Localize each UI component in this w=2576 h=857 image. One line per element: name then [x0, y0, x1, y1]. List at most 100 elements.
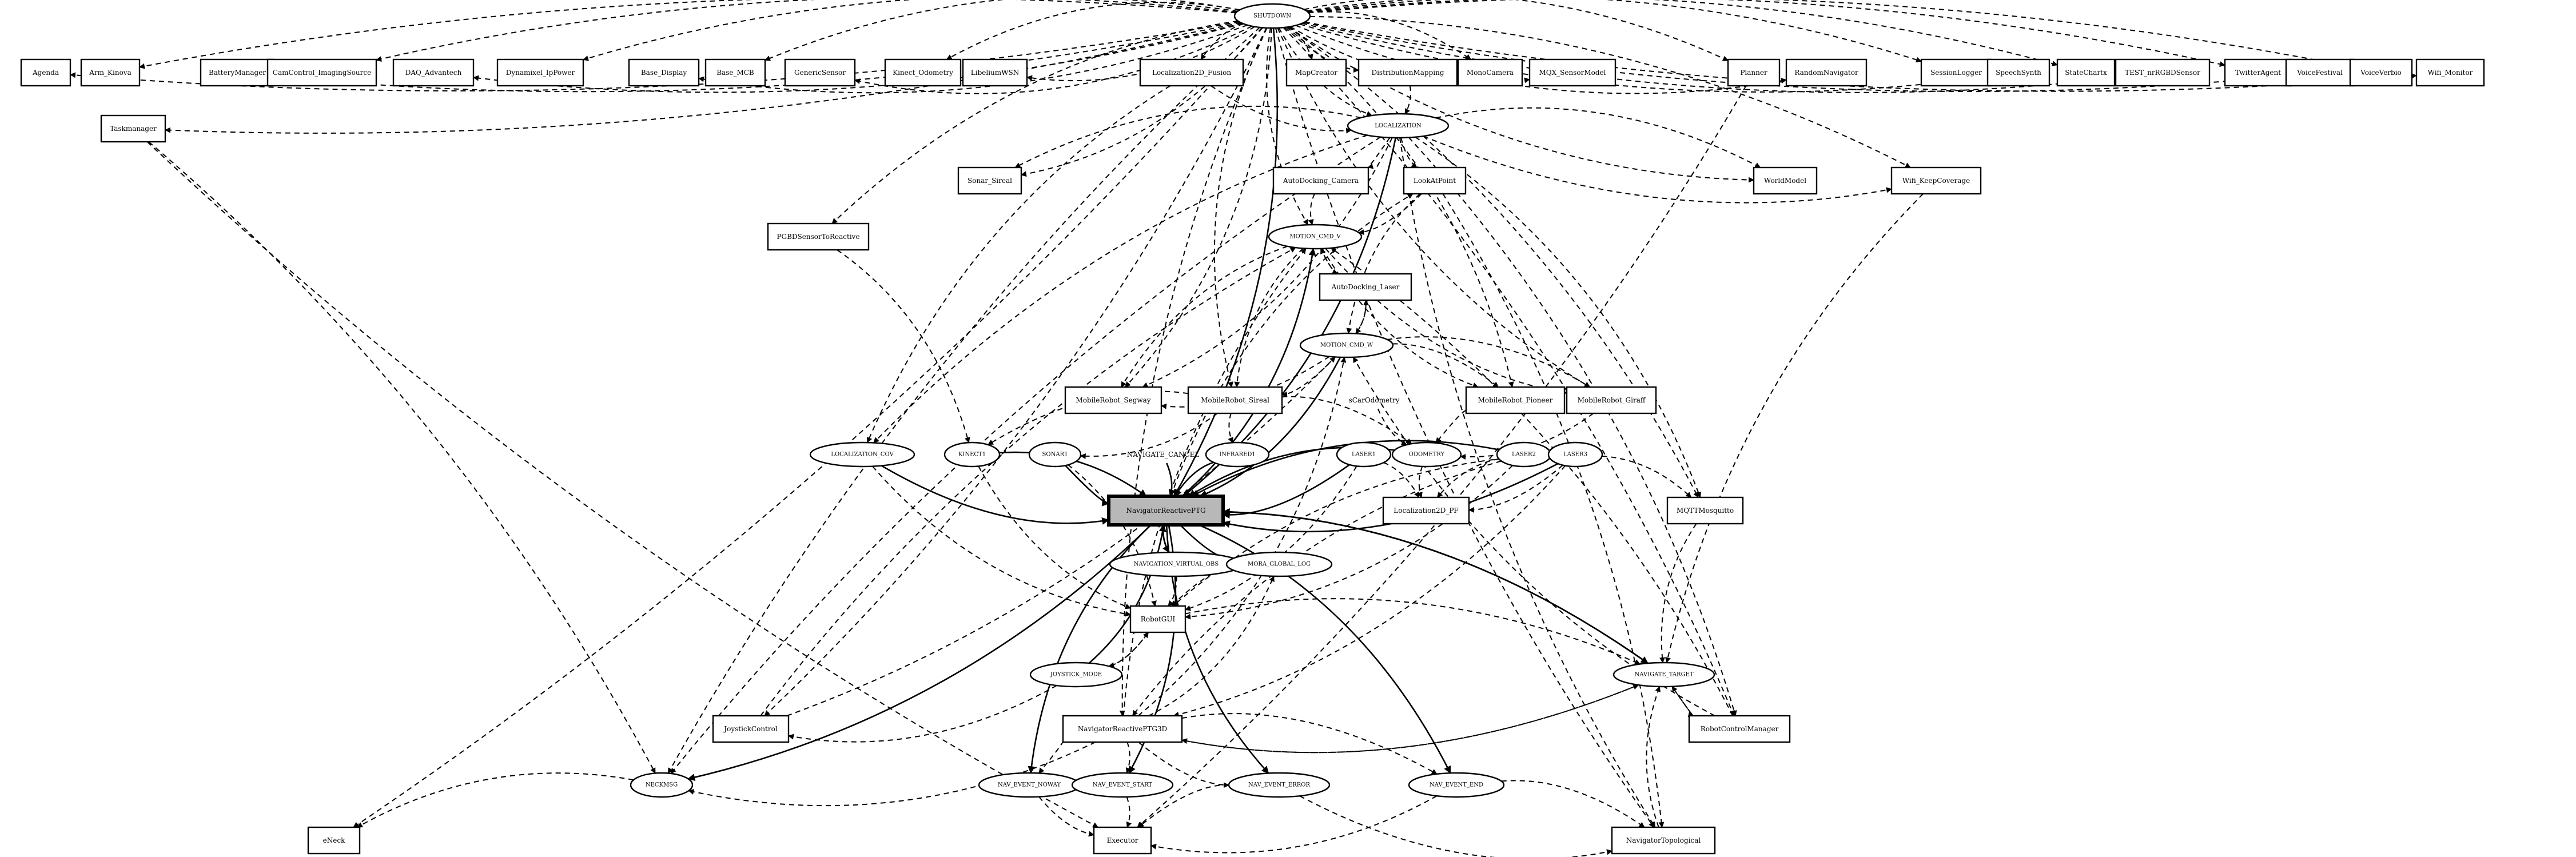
node-pgbd: PGBDSensorToReactive [767, 222, 870, 251]
edge-navigatorreactiveptg-to-neckmsg [687, 524, 1152, 782]
node-nav-event-end: NAV_EVENT_END [1408, 772, 1505, 798]
node-shape [704, 58, 766, 87]
node-twitteragent: TwitterAgent [2224, 58, 2292, 87]
edge-localization2d-fusion-to-localization-cov [866, 85, 1171, 444]
edge-navigatorreactiveptg3d-to-nav-event-error [1138, 742, 1229, 788]
edge-nav-event-start-to-executor [1126, 796, 1132, 828]
node-shape [2224, 58, 2292, 87]
node-shape [1225, 551, 1333, 577]
node-localization2d-fusion: Localization2D_Fusion [1139, 58, 1244, 87]
node-test: TEST_nrRGBDSensor [2115, 58, 2211, 87]
node-shape [1129, 605, 1187, 633]
node-shape [1272, 166, 1369, 195]
edge-shutdown-to-voiceverbio [1308, 0, 2351, 69]
edge-laser3-to-navigatorreactiveptg3d [1173, 465, 1566, 718]
node-label: MORA_GLOBAL_LOG [1248, 561, 1311, 568]
node-label: eNeck [323, 836, 345, 844]
node-label: sCarOdometry [1349, 396, 1400, 404]
edge-localization-to-mobilerobot-segway [1142, 137, 1393, 388]
node-label: Base_MCB [716, 69, 754, 77]
node-worldmodel: WorldModel [1753, 166, 1818, 195]
node-shape [1920, 58, 1992, 87]
node-shape [1233, 3, 1311, 29]
node-label: NAV_EVENT_ERROR [1248, 782, 1310, 788]
node-label: NavigatorTopological [1626, 836, 1701, 844]
node-shape [20, 58, 71, 87]
node-shape [1187, 386, 1283, 414]
node-shape [1064, 386, 1162, 414]
node-shape [957, 166, 1022, 195]
edge-motion-cmd-w-to-mobilerobot-sireal [1281, 356, 1336, 397]
node-shape [1139, 58, 1244, 87]
node-label: DAQ_Advantech [405, 69, 462, 77]
node-label: DistributionMapping [1371, 69, 1444, 77]
node-shape [266, 58, 377, 87]
node-shape [943, 441, 1001, 468]
edge-localization-to-robotcontrolmanager [1408, 137, 1737, 716]
node-label: NavigatorReactivePTG3D [1078, 725, 1167, 733]
edge-odometry-to-localization2d-pf [1417, 466, 1423, 498]
node-label: GenericSensor [794, 69, 846, 77]
node-distmapping: DistributionMapping [1357, 58, 1458, 87]
edge-nav-virtual-obs-to-robotgui [1168, 576, 1177, 607]
node-wifi-monitor: Wifi_Monitor [2415, 58, 2485, 87]
node-kinect-odometry: Kinect_Odometry [884, 58, 962, 87]
edge-laser2-to-localization2d-pf [1436, 458, 1499, 498]
edge-navigate-target-to-navigatorreactiveptg3d [1181, 684, 1639, 754]
edge-shutdown-to-sonar-sirea [1021, 27, 1263, 177]
node-label: SHUTDOWN [1253, 13, 1291, 19]
edge-laser3-to-mqttmosquitto [1602, 455, 1692, 498]
edge-shutdown-to-statechartx [1307, 0, 2058, 66]
node-label: TwitterAgent [2235, 69, 2281, 77]
node-shape [1613, 661, 1715, 688]
edge-nav-event-error-to-navigatortopological [1299, 795, 1613, 857]
node-label: JOYSTICK_MODE [1050, 672, 1102, 678]
node-mapcreator: MapCreator [1285, 58, 1347, 87]
edge-navigatorreactiveptg3d-to-navigate-target [1181, 684, 1639, 754]
node-mobilerobot-sireal: MobileRobot_Sireal [1187, 386, 1283, 414]
node-label: MobileRobot_Giraff [1578, 396, 1646, 404]
node-label: LOCALIZATION_COV [831, 452, 894, 458]
edge-shutdown-to-speechsynth [1300, 23, 1988, 93]
node-shape [2415, 58, 2485, 87]
node-label: SpeechSynth [1996, 69, 2041, 77]
node-localization-cov: LOCALIZATION_COV [809, 441, 915, 468]
edge-shutdown-to-daq [473, 23, 1244, 93]
node-label: Planner [1740, 69, 1767, 77]
node-label: Sonar_Sireal [968, 177, 1012, 185]
node-label: Agenda [32, 69, 59, 77]
edge-laser1-to-robotgui [1185, 465, 1357, 611]
edge-shutdown-to-pgbd [831, 20, 1239, 224]
node-sonar-sirea: Sonar_Sireal [957, 166, 1022, 195]
edge-joystickcontrol-to-motion-cmd-v [760, 247, 1296, 716]
node-nav-virtual-obs: NAVIGATION_VIRTUAL_OBS [1109, 551, 1244, 577]
node-camcontrol: CamControl_ImagingSource [266, 58, 377, 87]
edge-localization-to-neckmsg [670, 136, 1381, 774]
node-label: NAVIGATE_CANCEL [1127, 451, 1200, 459]
edge-nav-event-end-to-navigatortopological [1501, 780, 1645, 828]
node-monocamera: MonoCamera [1457, 58, 1523, 87]
edge-shutdown-to-navigatortopological [1275, 27, 1655, 828]
edge-localization-to-mqttmosquitto [1415, 136, 1701, 498]
edge-pgbd-to-kinect1 [837, 249, 970, 444]
edge-localization-to-worldmodel [1436, 107, 1761, 168]
node-shape [1465, 386, 1566, 414]
node-base-display: Base_Display [628, 58, 700, 87]
node-shape [307, 826, 361, 855]
edge-joystick-mode-to-navigatorreactiveptg [1088, 524, 1166, 664]
node-label: BatteryManager [209, 69, 266, 77]
node-neckmsg: NECKMSG [630, 772, 694, 798]
node-label: NECKMSG [646, 782, 678, 788]
node-label: NAV_EVENT_START [1093, 782, 1152, 788]
node-shape [1093, 826, 1152, 855]
node-localization2d-pf: Localization2D_PF [1382, 496, 1470, 525]
node-statechartx: StateChartx [2056, 58, 2116, 87]
node-speechsynth: SpeechSynth [1986, 58, 2051, 87]
edge-shutdown-to-eneck [353, 27, 1263, 828]
edge-planner-to-executor [1137, 85, 1747, 828]
edge-navigatorreactiveptg3d-to-motion-cmd-v [1122, 248, 1307, 716]
node-label: Arm_Kinova [89, 69, 131, 77]
edge-navigatorreactiveptg3d-to-mora-global-log [1148, 575, 1275, 716]
node-label: SessionLogger [1930, 69, 1982, 77]
edge-motion-cmd-w-to-navigatorreactiveptg [1199, 357, 1341, 497]
